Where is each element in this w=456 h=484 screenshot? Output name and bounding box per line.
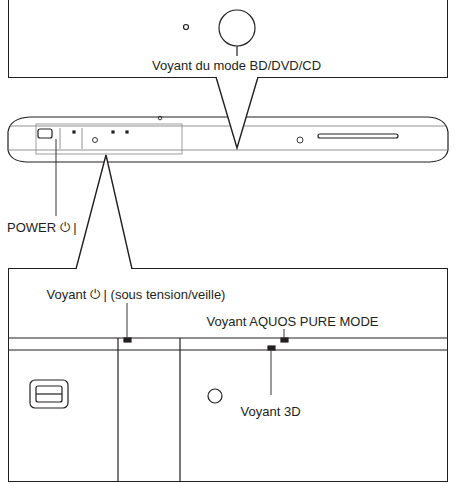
leader-line bbox=[127, 303, 128, 337]
leader-line bbox=[56, 139, 57, 216]
leader-line bbox=[284, 329, 285, 337]
panel-edge bbox=[9, 337, 447, 338]
leader-line bbox=[236, 46, 237, 56]
callout-box: Voyant du mode BD/DVD/CD bbox=[8, 0, 448, 78]
disc-sensor bbox=[184, 25, 189, 30]
power-led bbox=[124, 338, 131, 342]
usb-port bbox=[38, 129, 52, 138]
disc-slot bbox=[318, 134, 398, 138]
aquos-led bbox=[281, 338, 288, 342]
leader-line bbox=[271, 351, 272, 395]
part-label: POWER ⏻ | bbox=[6, 220, 78, 235]
callout-box: Voyant ⏻ | (sous tension/veille) Voyant A… bbox=[8, 268, 448, 482]
usb-port bbox=[30, 380, 68, 408]
mode-indicator bbox=[219, 10, 255, 46]
zoom-area bbox=[36, 124, 182, 154]
callout-label: Voyant du mode BD/DVD/CD bbox=[151, 58, 322, 73]
callout-label: Voyant AQUOS PURE MODE bbox=[206, 314, 380, 329]
3d-led bbox=[268, 346, 275, 350]
callout-pointer bbox=[76, 155, 132, 269]
player-body bbox=[8, 117, 448, 162]
callout-label: Voyant ⏻ | (sous tension/veille) bbox=[46, 287, 227, 302]
callout-pointer bbox=[216, 77, 258, 148]
sensor bbox=[208, 389, 222, 403]
callout-label: Voyant 3D bbox=[240, 404, 302, 419]
panel-edge bbox=[9, 349, 447, 350]
